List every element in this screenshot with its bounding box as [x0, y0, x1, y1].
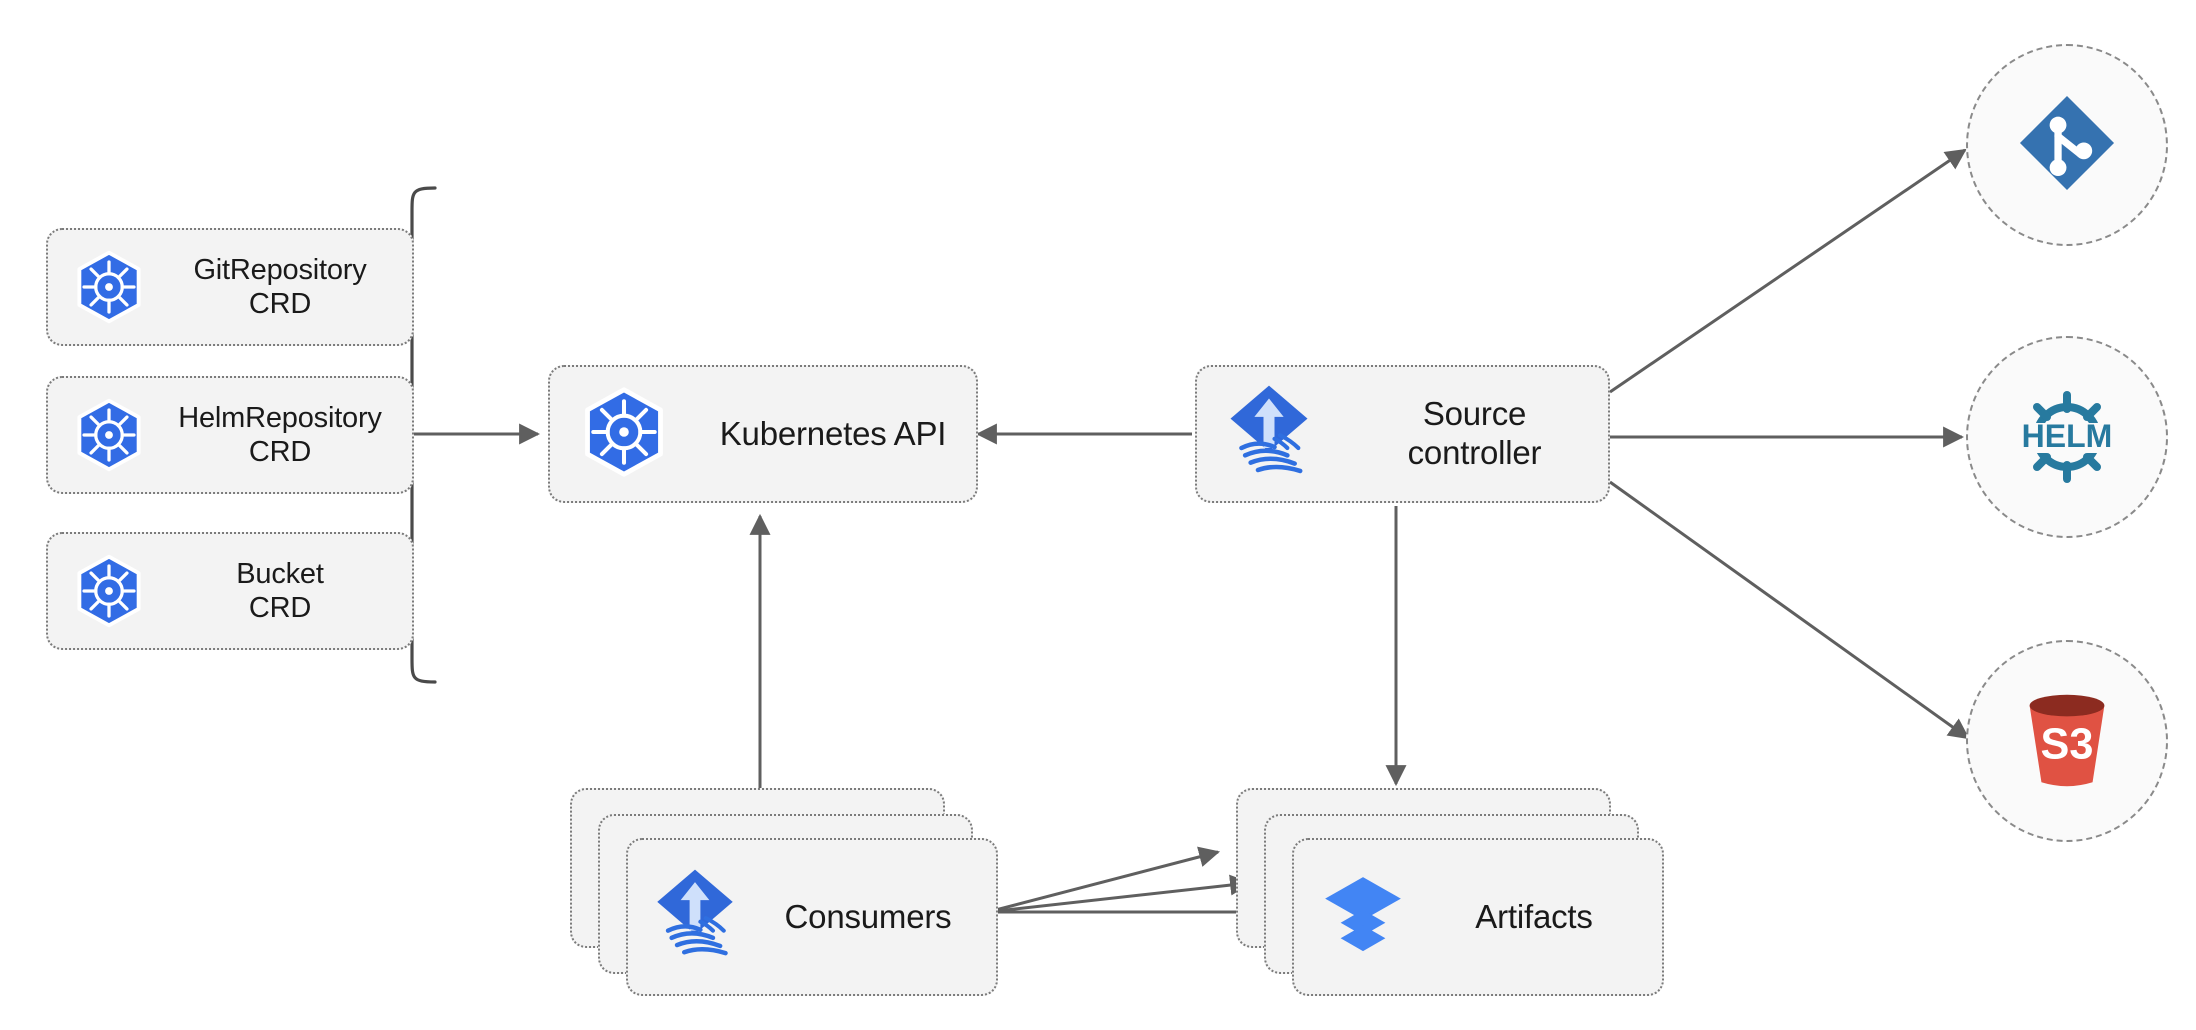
svg-text:S3: S3: [2041, 720, 2094, 768]
kubernetes-icon: [70, 552, 148, 630]
crd-card-bucket[interactable]: Bucket CRD: [46, 532, 414, 650]
external-s3[interactable]: S3: [1966, 640, 2168, 842]
s3-icon: S3: [2008, 680, 2126, 803]
artifacts-stack-front[interactable]: Artifacts: [1292, 838, 1664, 996]
flux-icon: [650, 866, 740, 968]
crd-card-gitrepository[interactable]: GitRepository CRD: [46, 228, 414, 346]
external-helm[interactable]: HELM: [1966, 336, 2168, 538]
helm-label: HELM: [2022, 418, 2113, 454]
external-git[interactable]: [1966, 44, 2168, 246]
flux-icon: [1223, 382, 1315, 486]
node-label: Consumers: [784, 897, 952, 935]
consumers-stack-front[interactable]: Consumers: [626, 838, 998, 996]
node-artifacts[interactable]: Artifacts: [1236, 788, 1666, 996]
node-label: Kubernetes API: [719, 414, 947, 452]
crd-card-helmrepository[interactable]: HelmRepository CRD: [46, 376, 414, 494]
node-label: Artifacts: [1475, 897, 1593, 935]
crd-label: GitRepository CRD: [193, 253, 367, 320]
edge-source-to-s3: [1609, 480, 1970, 740]
crd-label: HelmRepository CRD: [178, 401, 382, 468]
layers-icon: [1320, 872, 1406, 963]
kubernetes-icon: [70, 396, 148, 474]
git-icon: [2011, 87, 2123, 204]
edge-consumers-to-artifacts-1: [987, 846, 1221, 914]
helm-icon: HELM: [2007, 377, 2127, 497]
node-consumers[interactable]: Consumers: [570, 788, 1000, 996]
edge-consumers-to-artifacts-2: [987, 874, 1252, 914]
edge-source-to-git: [1609, 148, 1967, 394]
crd-label: Bucket CRD: [236, 557, 324, 624]
node-label: Source controller: [1407, 395, 1542, 471]
node-source-controller[interactable]: Source controller: [1195, 365, 1610, 503]
kubernetes-icon: [70, 248, 148, 326]
kubernetes-icon: [576, 384, 672, 485]
node-kubernetes-api[interactable]: Kubernetes API: [548, 365, 978, 503]
